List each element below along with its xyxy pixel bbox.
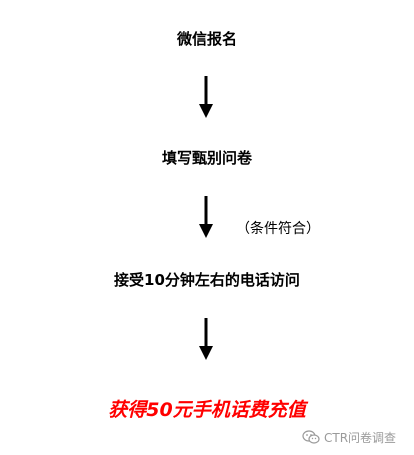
arrow-down-icon xyxy=(199,76,213,118)
watermark-text: CTR问卷调查 xyxy=(324,430,397,445)
reward-result: 获得50元手机话费充值 xyxy=(108,399,306,421)
step-screening-questionnaire: 填写甄别问卷 xyxy=(161,149,252,167)
arrow-down-icon xyxy=(199,318,213,360)
step-wechat-signup: 微信报名 xyxy=(176,30,237,48)
condition-note: （条件符合） xyxy=(236,221,320,237)
wechat-icon xyxy=(302,429,320,444)
arrow-down-icon xyxy=(199,196,213,238)
account-watermark: CTR问卷调查 xyxy=(302,429,396,445)
step-phone-interview: 接受10分钟左右的电话访问 xyxy=(114,271,300,289)
